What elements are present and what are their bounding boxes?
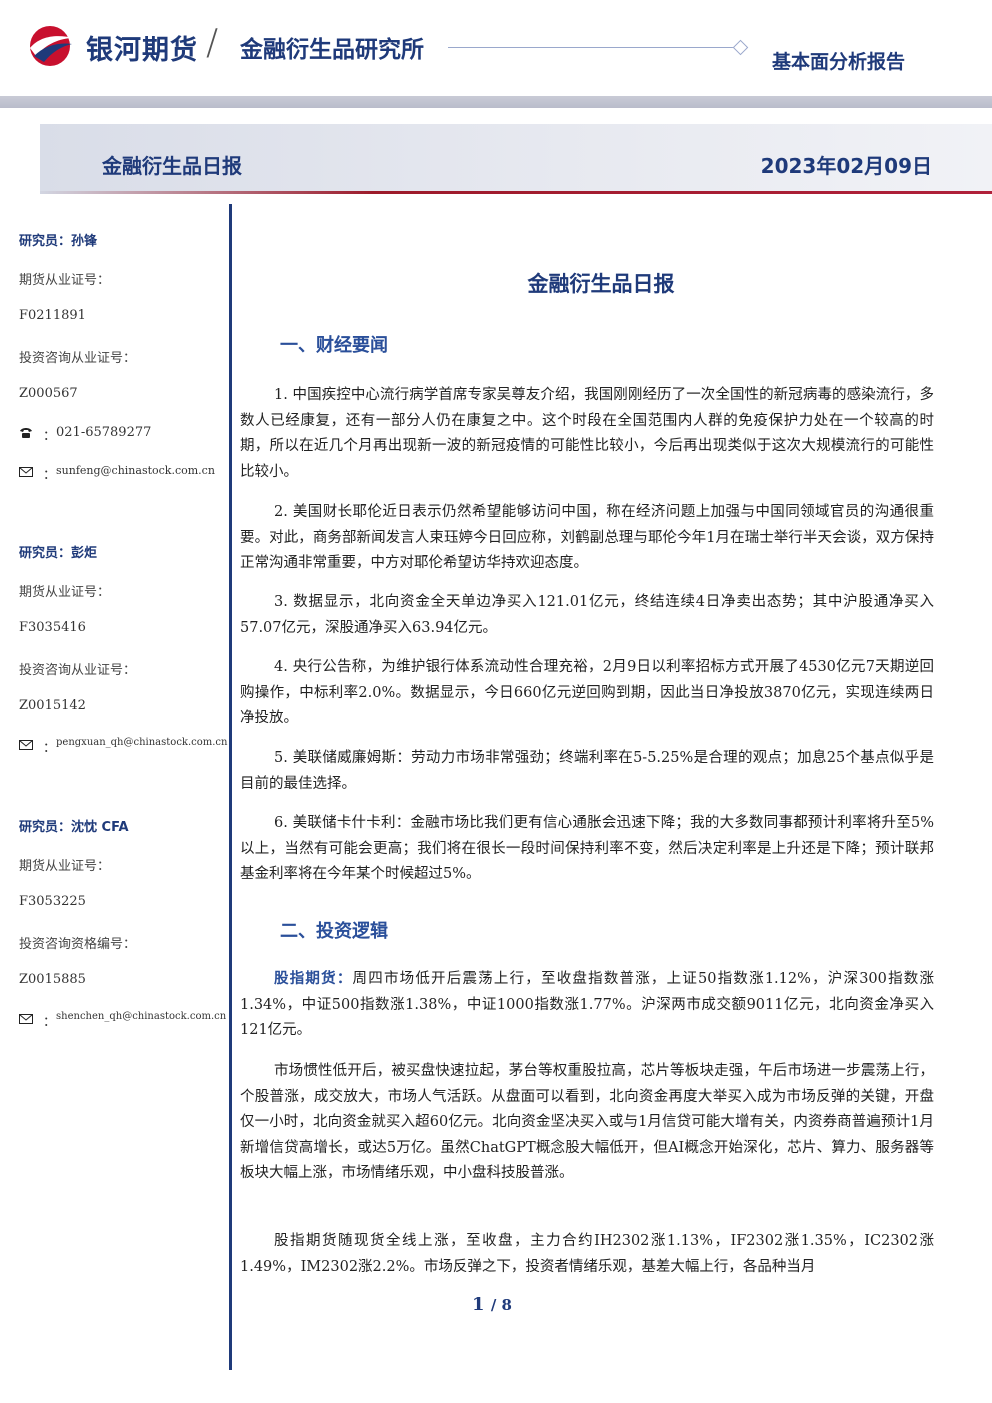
sidebar-divider	[229, 204, 232, 1370]
report-type: 基本面分析报告	[772, 51, 906, 73]
banner-title: 金融衍生品日报	[102, 154, 242, 178]
page-header: 银河期货 / 金融衍生品研究所 基本面分析报告	[0, 0, 992, 110]
news-item: 6. 美联储卡什卡利：金融市场比我们更有信心通胀会迅速下降；我的大多数同事都预计…	[240, 815, 934, 882]
email-row: ：shenchen_qh@chinastock.com.cn	[19, 1011, 229, 1050]
analyst-name: 研究员：沈忱 CFA	[19, 820, 129, 835]
institute-name: 金融衍生品研究所	[240, 37, 424, 63]
page-number: 1 / 8	[472, 1294, 512, 1315]
diamond-icon	[732, 39, 749, 56]
mail-icon	[19, 467, 33, 477]
analyst-name: 研究员：孙锋	[19, 234, 98, 249]
header-rule	[448, 47, 734, 48]
header-band	[0, 96, 992, 108]
report-date: 2023年02月09日	[760, 154, 932, 178]
logic-paragraph: 市场惯性低开后，被买盘快速拉起，茅台等权重股拉高，芯片等板块走强，午后市场进一步…	[240, 1063, 934, 1181]
analyst-card: 研究员：孙锋 期货从业证号： F0211891 投资咨询从业证号： Z00056…	[19, 230, 229, 503]
news-item: 3. 数据显示，北向资金全天单边净买入121.01亿元，终结连续4日净卖出态势；…	[240, 594, 934, 636]
consult-label: 投资咨询从业证号：	[19, 663, 137, 678]
consult-number: Z000567	[19, 386, 78, 401]
email-link[interactable]: pengxuan_qh@chinastock.com.cn	[56, 737, 228, 748]
document-title: 金融衍生品日报	[527, 272, 675, 296]
title-banner	[40, 124, 992, 192]
analyst-sidebar: 研究员：孙锋 期货从业证号： F0211891 投资咨询从业证号： Z00056…	[0, 204, 228, 1374]
news-item: 2. 美国财长耶伦近日表示仍然希望能够访问中国，称在经济问题上加强与中国同领域官…	[240, 504, 934, 571]
email-row: ：pengxuan_qh@chinastock.com.cn	[19, 737, 229, 776]
phone-row: ：021-65789277	[19, 425, 229, 464]
cert-number: F3035416	[19, 620, 86, 635]
section-heading-news: 一、财经要闻	[280, 335, 388, 356]
header-slash: /	[206, 22, 219, 63]
consult-label: 投资咨询资格编号：	[19, 937, 137, 952]
logic-paragraph: 股指期货：周四市场低开后震荡上行，至收盘指数普涨，上证50指数涨1.12%，沪深…	[240, 967, 934, 1044]
analyst-name: 研究员：彭炬	[19, 546, 98, 561]
current-page: 1	[472, 1294, 485, 1315]
email-link[interactable]: shenchen_qh@chinastock.com.cn	[56, 1011, 227, 1022]
cert-label: 期货从业证号：	[19, 585, 111, 600]
galaxy-logo-icon	[30, 26, 74, 66]
cert-label: 期货从业证号：	[19, 273, 111, 288]
news-item: 4. 央行公告称，为维护银行体系流动性合理充裕，2月9日以利率招标方式开展了45…	[240, 659, 934, 726]
analyst-card: 研究员：沈忱 CFA 期货从业证号： F3053225 投资咨询资格编号： Z0…	[19, 816, 229, 1050]
brand-name: 银河期货	[86, 35, 198, 66]
mail-icon	[19, 1014, 33, 1024]
phone-number: 021-65789277	[56, 425, 152, 440]
consult-number: Z0015885	[19, 972, 86, 987]
news-item: 5. 美联储威廉姆斯：劳动力市场非常强劲；终端利率在5-5.25%是合理的观点；…	[240, 750, 934, 792]
cert-label: 期货从业证号：	[19, 859, 111, 874]
logic-paragraph: 股指期货随现货全线上涨，至收盘，主力合约IH2302涨1.13%，IF2302涨…	[240, 1233, 934, 1275]
banner-rule	[40, 191, 992, 194]
section-heading-logic: 二、投资逻辑	[280, 921, 388, 942]
consult-number: Z0015142	[19, 698, 86, 713]
total-pages: / 8	[490, 1296, 512, 1314]
cert-number: F0211891	[19, 308, 86, 323]
email-row: ：sunfeng@chinastock.com.cn	[19, 464, 229, 503]
email-link[interactable]: sunfeng@chinastock.com.cn	[56, 464, 215, 477]
logic-label: 股指期货：	[274, 971, 353, 987]
analyst-card: 研究员：彭炬 期货从业证号： F3035416 投资咨询从业证号： Z00151…	[19, 542, 229, 776]
cert-number: F3053225	[19, 894, 86, 909]
mail-icon	[19, 740, 33, 750]
consult-label: 投资咨询从业证号：	[19, 351, 137, 366]
logic-text: 周四市场低开后震荡上行，至收盘指数普涨，上证50指数涨1.12%，沪深300指数…	[240, 971, 935, 1038]
news-item: 1. 中国疾控中心流行病学首席专家吴尊友介绍，我国刚刚经历了一次全国性的新冠病毒…	[240, 387, 934, 480]
phone-icon	[20, 428, 32, 438]
